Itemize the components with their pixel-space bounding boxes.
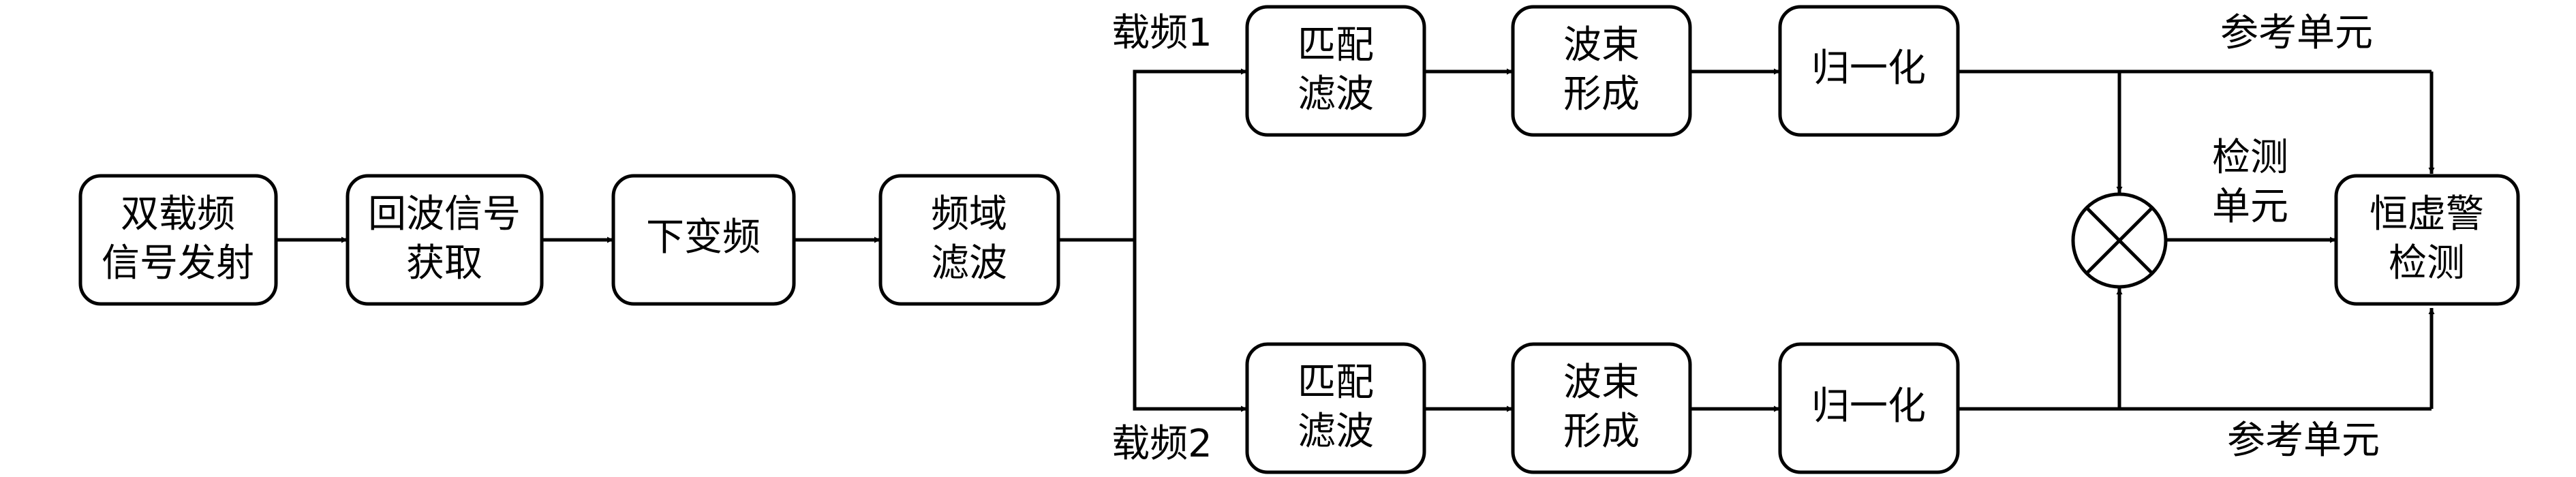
node-freq-filter-line1: 频域	[931, 192, 1007, 236]
node-cfar-line1: 恒虚警	[2370, 192, 2484, 236]
node-normalize-1-line1: 归一化	[1811, 46, 1926, 91]
label-detect-cell-line1: 检测	[2212, 136, 2288, 180]
node-cfar: 恒虚警 检测	[2334, 174, 2520, 306]
node-beamforming-2-line1: 波束	[1563, 360, 1640, 405]
label-reference-cell-top: 参考单元	[2220, 11, 2373, 55]
edge-split-carrier2	[1133, 240, 1247, 412]
edge-split-carrier1	[1058, 68, 1247, 242]
multiplier-icon	[2071, 192, 2168, 289]
node-freq-filter: 频域 滤波	[878, 174, 1060, 306]
node-beamforming-1-line2: 形成	[1563, 72, 1640, 117]
node-matched-filter-1: 匹配 滤波	[1245, 5, 1426, 137]
node-beamforming-1: 波束 形成	[1511, 5, 1692, 137]
node-echo: 回波信号 获取	[346, 174, 544, 306]
node-transmit-line1: 双载频	[121, 192, 235, 236]
node-downconvert-line1: 下变频	[646, 215, 761, 260]
label-carrier-1: 载频1	[1111, 11, 1212, 55]
node-normalize-1: 归一化	[1778, 5, 1960, 137]
node-beamforming-2-line2: 形成	[1563, 410, 1640, 454]
node-beamforming-2: 波束 形成	[1511, 342, 1692, 474]
label-detect-cell-line2: 单元	[2212, 185, 2288, 229]
node-matched-filter-2-line1: 匹配	[1298, 360, 1374, 405]
label-carrier-2: 载频2	[1111, 422, 1212, 466]
node-normalize-2-line1: 归一化	[1811, 384, 1926, 429]
label-reference-cell-bottom: 参考单元	[2227, 418, 2380, 463]
node-freq-filter-line2: 滤波	[931, 241, 1007, 286]
edges	[276, 68, 2435, 412]
node-transmit-line2: 信号发射	[102, 241, 254, 286]
node-normalize-2: 归一化	[1778, 342, 1960, 474]
node-matched-filter-2-line2: 滤波	[1298, 410, 1374, 454]
node-matched-filter-2: 匹配 滤波	[1245, 342, 1426, 474]
node-echo-line2: 获取	[406, 241, 482, 286]
node-matched-filter-1-line2: 滤波	[1298, 72, 1374, 117]
node-echo-line1: 回波信号	[368, 192, 521, 236]
node-downconvert: 下变频	[611, 174, 796, 306]
node-transmit: 双载频 信号发射	[78, 174, 278, 306]
node-matched-filter-1-line1: 匹配	[1298, 23, 1374, 67]
node-beamforming-1-line1: 波束	[1563, 23, 1640, 67]
node-cfar-line2: 检测	[2389, 241, 2465, 286]
